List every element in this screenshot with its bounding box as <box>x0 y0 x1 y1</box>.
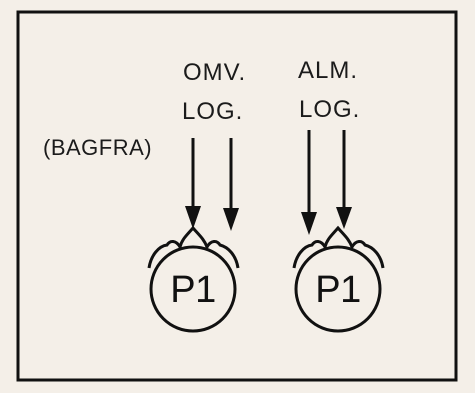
left-spiked-node <box>147 225 240 333</box>
right-node-label: P1 <box>315 269 361 311</box>
left-arrow-2-head <box>223 208 239 231</box>
left-node-circle <box>149 245 237 333</box>
left-log-label: LOG. <box>182 98 244 125</box>
left-arrow-1-head <box>185 206 201 229</box>
bagfra-label: (BAGFRA) <box>43 135 153 160</box>
right-spiked-node <box>292 225 385 333</box>
right-log-label: LOG. <box>299 96 361 123</box>
alm-label: ALM. <box>298 57 359 84</box>
right-arrow-1-head <box>301 212 317 235</box>
left-node-label: P1 <box>170 269 216 311</box>
right-arrow-2-head <box>336 207 352 229</box>
omv-label: OMV. <box>183 59 247 86</box>
diagram-border <box>16 10 458 382</box>
right-node-circle <box>294 245 382 333</box>
